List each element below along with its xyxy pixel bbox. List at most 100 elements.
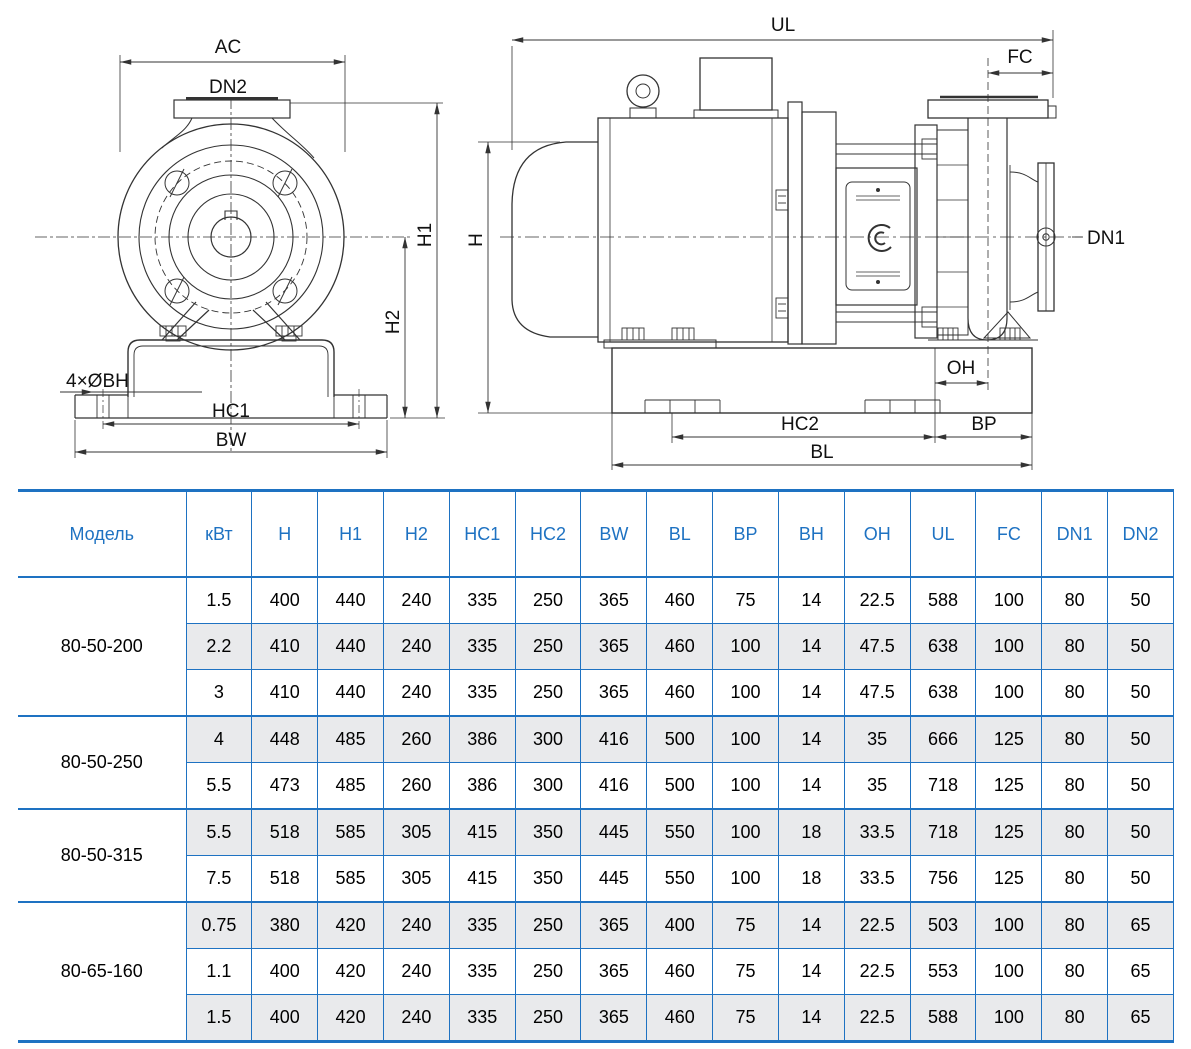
model-cell: 80-50-315 <box>18 808 187 903</box>
value-cell: 80 <box>1041 715 1109 763</box>
value-cell: 50 <box>1107 623 1174 670</box>
value-cell: 415 <box>448 808 516 856</box>
value-cell: 18 <box>777 808 845 856</box>
value-cell: 240 <box>382 669 450 717</box>
value-cell: 485 <box>317 715 384 763</box>
value-cell: 22.5 <box>843 994 911 1042</box>
value-cell: 350 <box>514 808 582 856</box>
value-cell: 100 <box>712 855 779 903</box>
value-cell: 80 <box>1041 994 1109 1042</box>
value-cell: 80 <box>1041 623 1109 670</box>
value-cell: 756 <box>909 855 977 903</box>
column-header: OH <box>843 490 911 578</box>
value-cell: 473 <box>251 762 319 810</box>
value-cell: 65 <box>1107 994 1174 1042</box>
value-cell: 33.5 <box>843 855 911 903</box>
value-cell: 400 <box>251 948 319 995</box>
column-header: BW <box>580 490 648 578</box>
model-cell: 80-65-160 <box>18 901 187 1042</box>
value-cell: 440 <box>317 669 384 717</box>
value-cell: 365 <box>580 948 648 995</box>
value-cell: 3 <box>185 669 253 717</box>
value-cell: 50 <box>1107 669 1174 717</box>
value-cell: 380 <box>251 901 319 949</box>
value-cell: 14 <box>777 715 845 763</box>
value-cell: 250 <box>514 994 582 1042</box>
dim-label-bp: BP <box>971 414 996 435</box>
column-header: BL <box>646 490 714 578</box>
value-cell: 50 <box>1107 855 1174 903</box>
value-cell: 585 <box>317 855 384 903</box>
value-cell: 1.5 <box>185 576 253 624</box>
column-header: UL <box>909 490 977 578</box>
value-cell: 100 <box>712 715 779 763</box>
dim-label-ul: UL <box>771 15 795 36</box>
value-cell: 335 <box>448 901 516 949</box>
value-cell: 125 <box>975 762 1043 810</box>
value-cell: 35 <box>843 762 911 810</box>
value-cell: 100 <box>975 948 1043 995</box>
value-cell: 666 <box>909 715 977 763</box>
value-cell: 335 <box>448 994 516 1042</box>
value-cell: 100 <box>975 994 1043 1042</box>
value-cell: 100 <box>712 669 779 717</box>
value-cell: 365 <box>580 669 648 717</box>
value-cell: 445 <box>580 855 648 903</box>
value-cell: 14 <box>777 762 845 810</box>
value-cell: 100 <box>975 623 1043 670</box>
value-cell: 250 <box>514 669 582 717</box>
value-cell: 50 <box>1107 762 1174 810</box>
value-cell: 125 <box>975 808 1043 856</box>
value-cell: 100 <box>975 901 1043 949</box>
dim-label-h2: H2 <box>383 310 404 334</box>
value-cell: 240 <box>382 994 450 1042</box>
value-cell: 14 <box>777 948 845 995</box>
value-cell: 420 <box>317 948 384 995</box>
value-cell: 240 <box>382 901 450 949</box>
value-cell: 335 <box>448 669 516 717</box>
value-cell: 400 <box>251 576 319 624</box>
side-view-drawing: UL FC H DN1 OH HC2 BP BL <box>466 15 1125 470</box>
value-cell: 250 <box>514 623 582 670</box>
value-cell: 14 <box>777 623 845 670</box>
value-cell: 416 <box>580 715 648 763</box>
dim-label-ac: AC <box>215 37 241 58</box>
value-cell: 1.1 <box>185 948 253 995</box>
value-cell: 75 <box>712 901 779 949</box>
value-cell: 5.5 <box>185 762 253 810</box>
value-cell: 503 <box>909 901 977 949</box>
value-cell: 550 <box>646 855 714 903</box>
dim-label-bw: BW <box>216 430 247 451</box>
value-cell: 420 <box>317 994 384 1042</box>
value-cell: 638 <box>909 669 977 717</box>
value-cell: 300 <box>514 762 582 810</box>
value-cell: 80 <box>1041 762 1109 810</box>
value-cell: 14 <box>777 994 845 1042</box>
column-header: DN1 <box>1041 490 1109 578</box>
value-cell: 400 <box>251 994 319 1042</box>
value-cell: 22.5 <box>843 901 911 949</box>
value-cell: 386 <box>448 762 516 810</box>
value-cell: 585 <box>317 808 384 856</box>
value-cell: 4 <box>185 715 253 763</box>
front-view-drawing: AC DN2 H1 H2 4×ØBH HC1 BW <box>35 37 445 458</box>
value-cell: 460 <box>646 669 714 717</box>
value-cell: 80 <box>1041 808 1109 856</box>
value-cell: 365 <box>580 994 648 1042</box>
value-cell: 22.5 <box>843 948 911 995</box>
value-cell: 125 <box>975 715 1043 763</box>
value-cell: 50 <box>1107 715 1174 763</box>
column-header: H1 <box>317 490 384 578</box>
dim-label-hc2: HC2 <box>781 414 819 435</box>
value-cell: 75 <box>712 994 779 1042</box>
value-cell: 250 <box>514 576 582 624</box>
value-cell: 250 <box>514 901 582 949</box>
